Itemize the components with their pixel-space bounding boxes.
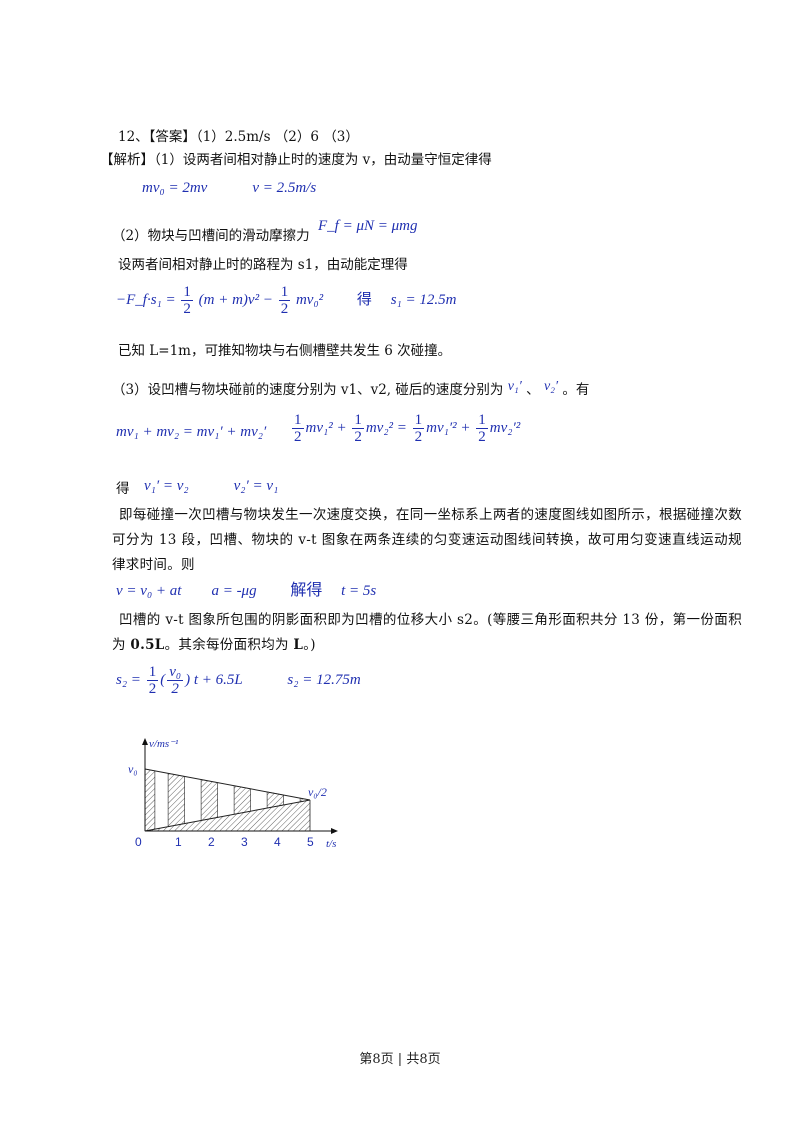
formula-displacement-right: t + 6.5L s₂ = 12.75m — [193, 671, 361, 688]
part2-result: 已知 L=1m，可推知物块与右侧槽壁共发生 6 次碰撞。 — [118, 343, 452, 359]
word-de-2: 得 — [116, 481, 130, 497]
para-area-text-3: 。) — [303, 637, 316, 653]
formula-velocity-exchange: v₁′ = v₂ v₂′ = v₁ — [144, 478, 279, 494]
shaded-strip — [144, 768, 156, 832]
shaded-strip — [200, 779, 218, 821]
x-tick-label: 4 — [274, 835, 281, 849]
y-axis-arrow — [142, 738, 148, 745]
x-tick-label: 2 — [208, 835, 215, 849]
y-tick-label-v0: v₀ — [128, 762, 138, 776]
para-area-bold-2: L — [293, 637, 304, 653]
formula-momentum: mv₀ = 2mv v = 2.5m/s — [142, 180, 317, 196]
word-de: 得 — [356, 289, 372, 308]
para-area-text-1: 凹槽的 v-t 图象所包围的阴影面积即为凹槽的位移大小 s2。(等腰三角形面积共… — [112, 612, 742, 653]
x-tick-label: 0 — [135, 835, 142, 849]
y-axis-label: v/ms⁻¹ — [149, 738, 178, 750]
part3-text: （3）设凹槽与物块碰前的速度分别为 v1、v2, 碰后的速度分别为 v₁′ 、 … — [112, 379, 590, 398]
formula-momentum-collision: mv₁ + mv₂ = mv₁′ + mv₂′ — [116, 424, 267, 440]
page-footer: 第8页 | 共8页 — [359, 1052, 441, 1067]
part2-label: （2）物块与凹槽间的滑动摩擦力 — [112, 228, 310, 244]
formula-energy-left: −F_f·s₁ = — [116, 291, 176, 308]
answer-line: 12、【答案】（1）2.5m/s （2）6 （3） — [118, 129, 359, 145]
para-area-bold-1: 0.5L — [130, 637, 165, 653]
v1-prime: v₁′ — [507, 379, 522, 394]
x-axis-label: t/s — [326, 838, 336, 850]
y-tick-label-v0-half: v₀/2 — [308, 785, 327, 799]
shaded-strip — [233, 785, 251, 815]
para-area-text-2: 。其余每份面积均为 — [164, 637, 294, 653]
part2-text: 设两者间相对静止时的路程为 s1，由动能定理得 — [118, 257, 408, 273]
paragraph-area: 凹槽的 v-t 图象所包围的阴影面积即为凹槽的位移大小 s2。(等腰三角形面积共… — [112, 608, 742, 658]
series-line-trough — [144, 768, 311, 801]
word-jiede: 解得 — [290, 580, 323, 599]
part3-tail: 。有 — [562, 382, 590, 398]
x-tick-label: 1 — [175, 835, 182, 849]
formula-energy-result: s₁ = 12.5m — [390, 291, 457, 308]
vt-chart: 0 1 2 3 4 5 v/ms⁻¹ t/s v₀ v₀/2 — [128, 738, 338, 850]
x-tick-label: 5 — [307, 835, 314, 849]
analysis-intro: 【解析】（1）设两者间相对静止时的速度为 v，由动量守恒定律得 — [100, 152, 492, 168]
v2-prime: v₂′ — [543, 379, 559, 394]
x-axis-arrow — [331, 828, 338, 834]
x-tick-label: 3 — [241, 835, 248, 849]
formula-kinematics-main: v = v₀ + at a = -μg — [116, 583, 257, 599]
part3-text-main: （3）设凹槽与物块碰前的速度分别为 v1、v2, 碰后的速度分别为 — [112, 382, 504, 398]
formula-friction: F_f = μN = μmg — [318, 218, 418, 234]
formula-kinematics: v = v₀ + at a = -μg 解得 t = 5s — [116, 576, 376, 600]
shaded-strip — [167, 772, 185, 828]
formula-kinematics-result: t = 5s — [341, 583, 377, 599]
paragraph-collision: 即每碰撞一次凹槽与物块发生一次速度交换，在同一坐标系上两者的速度图线如图所示，根… — [112, 507, 742, 573]
series-line-block — [144, 799, 311, 832]
